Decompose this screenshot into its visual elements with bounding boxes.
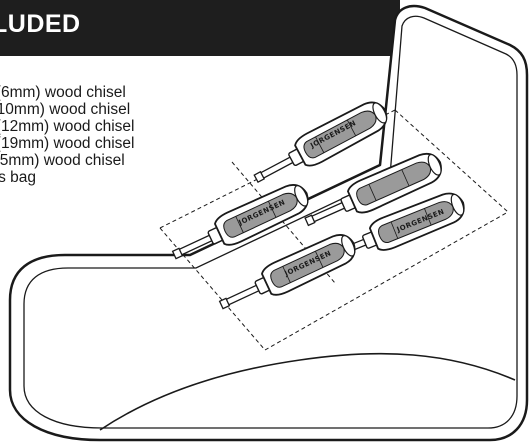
list-item: " (19mm) wood chisel [0,135,135,152]
included-parts-list: " (6mm) wood chisel "(10mm) wood chisel … [0,84,135,186]
section-header-title: LUDED [0,10,81,38]
section-header-banner: LUDED [0,0,400,56]
list-item: " (6mm) wood chisel [0,84,126,101]
list-item: (25mm) wood chisel [0,152,125,169]
list-item: "(10mm) wood chisel [0,101,131,118]
list-item: ols bag [0,169,36,186]
list-item: " (12mm) wood chisel [0,118,135,135]
